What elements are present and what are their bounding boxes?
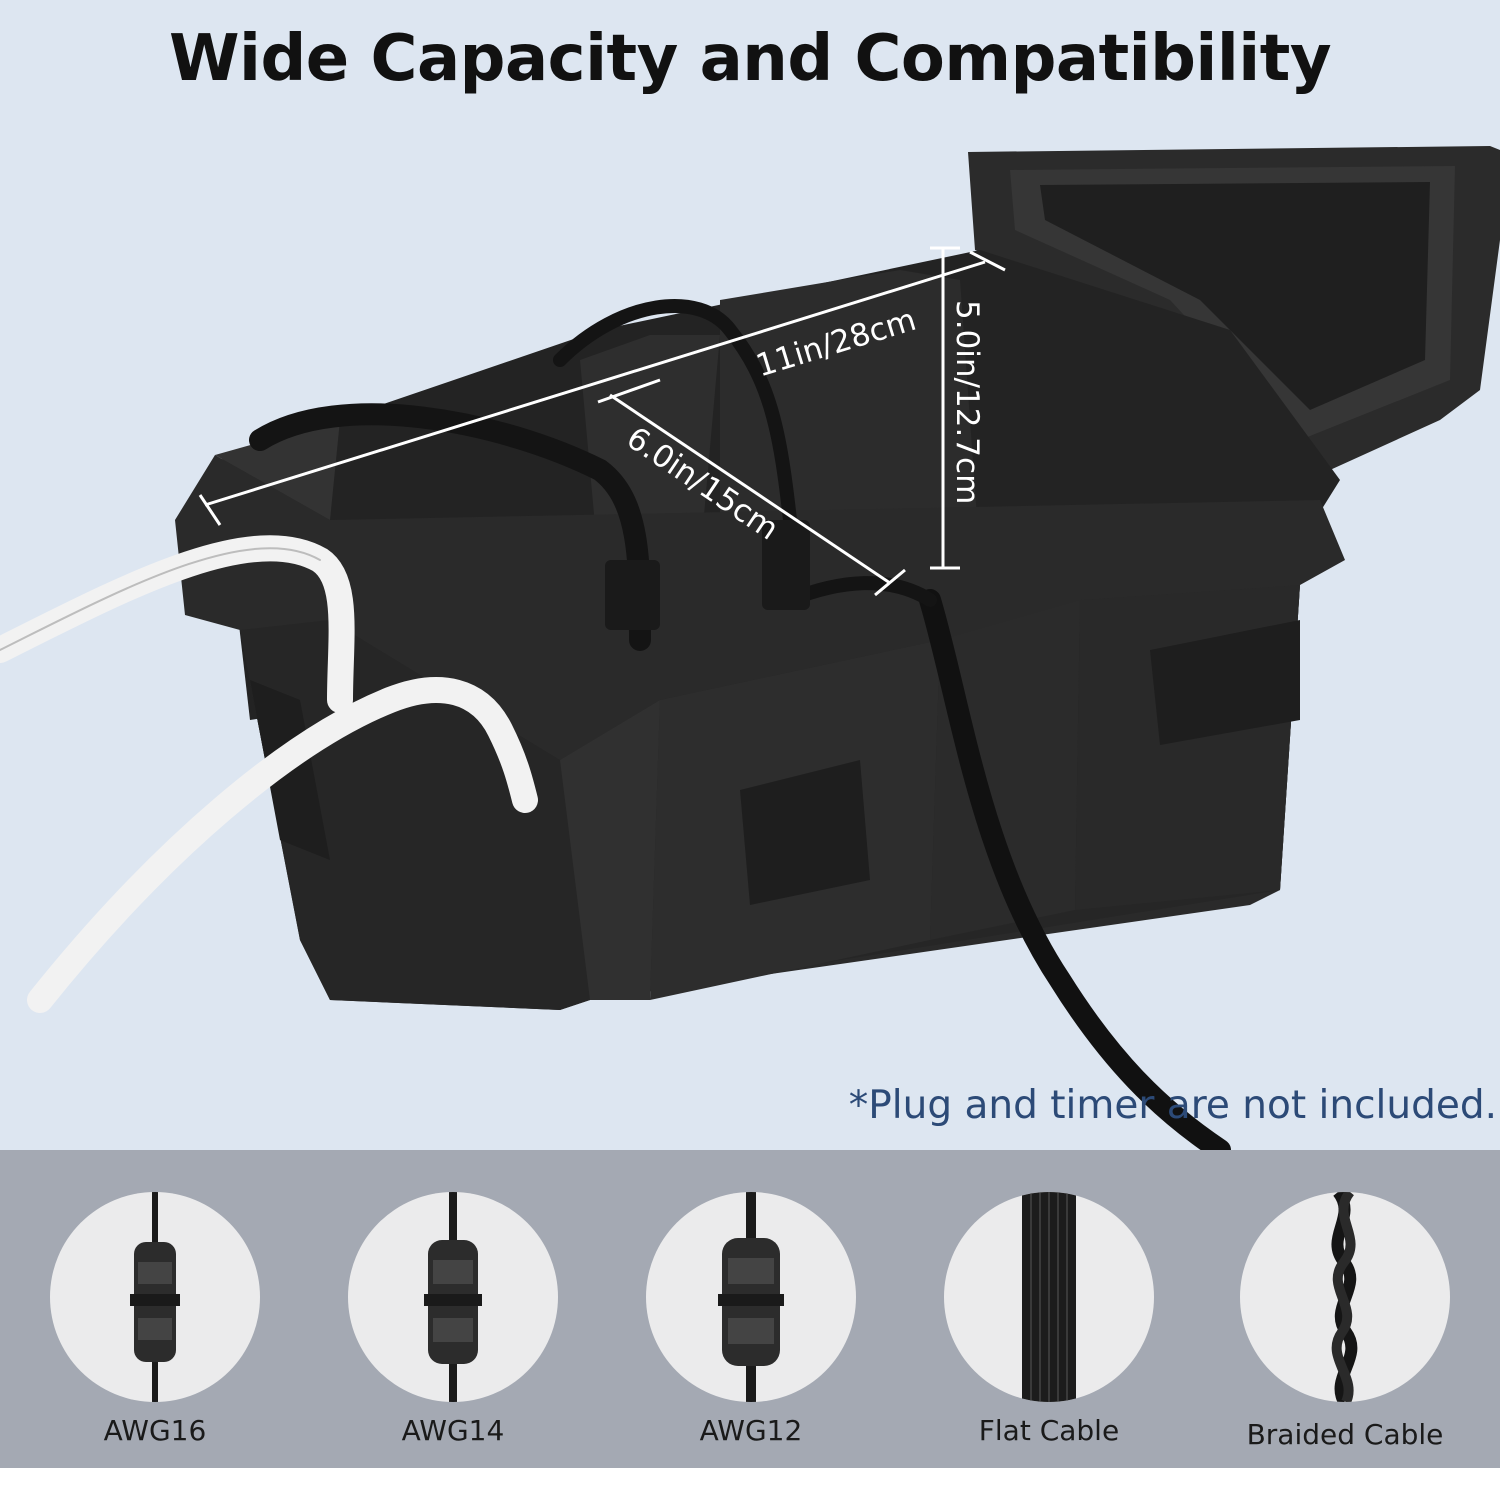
- disclaimer-note: *Plug and timer are not included.: [848, 1083, 1497, 1128]
- dimension-lines: [198, 246, 1006, 597]
- cable-label: AWG16: [103, 1414, 207, 1447]
- awg14-connector-icon: [348, 1192, 558, 1402]
- cable-label: Braided Cable: [1246, 1418, 1444, 1451]
- cable-type-awg12: AWG12: [646, 1192, 856, 1452]
- cable-type-awg14: AWG14: [348, 1192, 558, 1452]
- cable-type-awg16: AWG16: [50, 1192, 260, 1452]
- awg12-connector-icon: [646, 1192, 856, 1402]
- cable-type-flat: Flat Cable: [944, 1192, 1154, 1452]
- cable-label: Flat Cable: [978, 1414, 1120, 1447]
- braided-cable-icon: [1240, 1192, 1450, 1402]
- cable-type-braided: Braided Cable: [1240, 1192, 1450, 1452]
- cable-box-illustration: [0, 146, 1500, 1150]
- cables: [0, 299, 1231, 1150]
- flat-cable-icon: [944, 1192, 1154, 1402]
- awg16-connector-icon: [50, 1192, 260, 1402]
- box-lid: [968, 146, 1500, 470]
- height-dimension-label: 5.0in/12.7cm: [949, 300, 985, 505]
- box-body: [175, 420, 1345, 1010]
- cable-label: AWG12: [699, 1414, 803, 1447]
- page-title: Wide Capacity and Compatibility: [168, 22, 1332, 96]
- cable-label: AWG14: [401, 1414, 505, 1447]
- footer-strip: [0, 1468, 1500, 1500]
